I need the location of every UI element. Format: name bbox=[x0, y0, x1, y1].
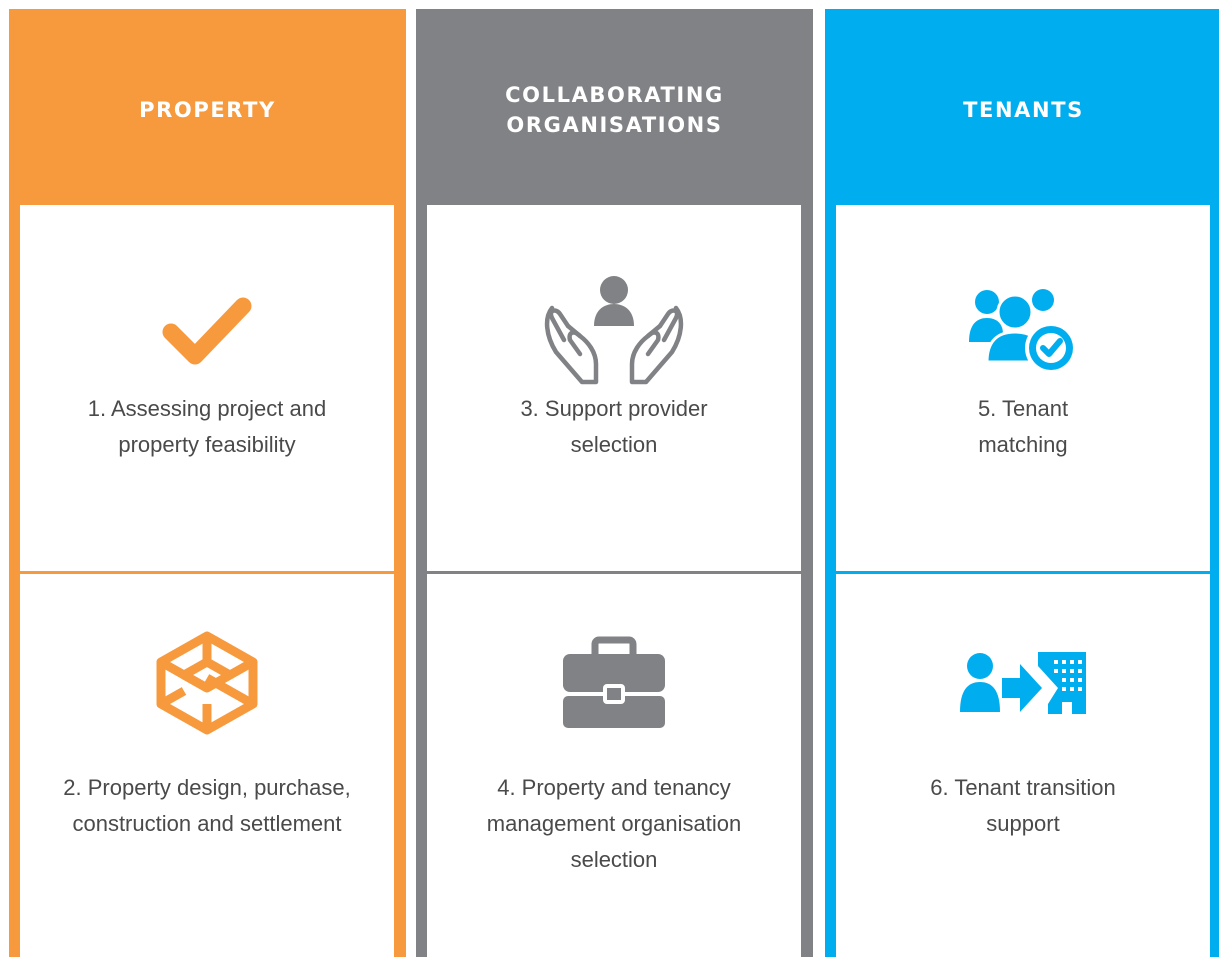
step-card: 1. Assessing project and property feasib… bbox=[20, 205, 394, 571]
step-card: 2. Property design, purchase, constructi… bbox=[20, 574, 394, 957]
step-label: 6. Tenant transition support bbox=[930, 775, 1116, 836]
hands-holding-person-icon bbox=[544, 276, 684, 385]
step-card: 6. Tenant transition support bbox=[836, 574, 1210, 957]
column-title: PROPERTY bbox=[139, 98, 276, 122]
step-label: 1. Assessing project and property feasib… bbox=[87, 396, 327, 457]
column-property: PROPERTY 1. Assessing project and proper… bbox=[9, 9, 406, 957]
step-card: 5. Tenant matching bbox=[836, 205, 1210, 571]
column-tenants: TENANTS 5. Te bbox=[825, 9, 1219, 957]
step-label: 4. Property and tenancy management organ… bbox=[486, 775, 742, 872]
step-label: 2. Property design, purchase, constructi… bbox=[63, 775, 351, 836]
briefcase-icon bbox=[563, 636, 665, 728]
step-label: 5. Tenant matching bbox=[977, 396, 1069, 457]
checkmark-icon bbox=[162, 297, 252, 365]
person-to-building-icon bbox=[960, 652, 1086, 714]
step-card: 3. Support provider selection bbox=[427, 205, 801, 571]
group-check-icon bbox=[969, 289, 1077, 374]
column-title: COLLABORATING ORGANISATIONS bbox=[505, 83, 724, 137]
column-title: TENANTS bbox=[963, 98, 1084, 122]
column-collaborating-organisations: COLLABORATING ORGANISATIONS bbox=[416, 9, 813, 957]
box-outline-icon bbox=[156, 631, 258, 735]
step-label: 3. Support provider selection bbox=[520, 396, 708, 457]
step-card: 4. Property and tenancy management organ… bbox=[427, 574, 801, 957]
